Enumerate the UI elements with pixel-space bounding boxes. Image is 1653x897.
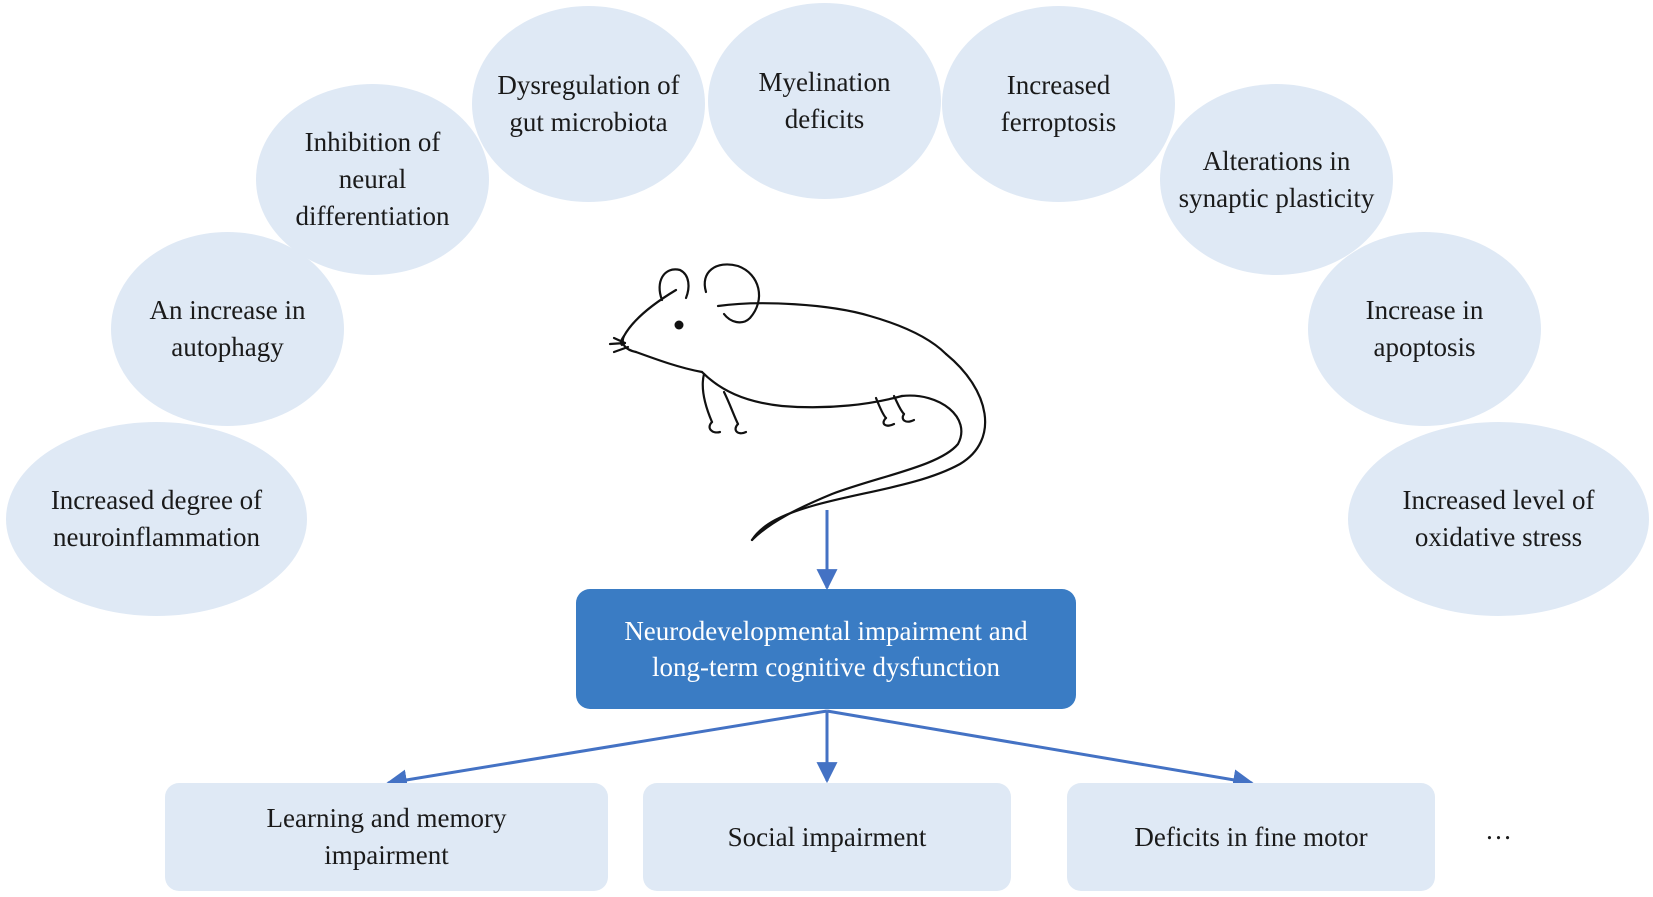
more-outcomes-ellipsis: … — [1485, 815, 1512, 845]
mouse-icon — [608, 263, 987, 542]
bubble-myelination-label: Myelination deficits — [758, 67, 891, 134]
bubble-neuroinflammation: Increased degree of neuroinflammation — [6, 422, 307, 616]
bubble-oxidative-stress-label: Increased level of oxidative stress — [1402, 485, 1595, 552]
outcome-fine-motor-label: Deficits in fine motor — [1134, 821, 1368, 852]
arrow-to-learning-memory — [385, 709, 828, 791]
bubble-synaptic-plasticity-label: Alterations in synaptic plasticity — [1178, 145, 1375, 213]
bubble-neural-differentiation-label: Inhibition of neural differentiation — [295, 127, 450, 231]
central-outcome-box: Neurodevelopmental impairment and long-t… — [576, 589, 1076, 709]
bubble-apoptosis-label: Increase in apoptosis — [1365, 295, 1484, 362]
bubble-autophagy: An increase in autophagy — [111, 232, 344, 426]
arrow-to-fine-motor — [826, 709, 1255, 791]
bubble-oxidative-stress: Increased level of oxidative stress — [1348, 422, 1649, 616]
bubble-gut-microbiota-label: Dysregulation of gut microbiota — [497, 70, 680, 137]
bubble-ferroptosis: Increased ferroptosis — [942, 6, 1175, 202]
outcome-social: Social impairment — [643, 783, 1011, 891]
bubble-synaptic-plasticity: Alterations in synaptic plasticity — [1160, 84, 1393, 275]
outcome-learning-memory-label: Learning and memory impairment — [266, 803, 507, 870]
bubble-neural-differentiation: Inhibition of neural differentiation — [256, 84, 489, 275]
outcome-fine-motor: Deficits in fine motor — [1067, 783, 1435, 891]
bubble-ferroptosis-label: Increased ferroptosis — [1000, 70, 1117, 137]
bubble-autophagy-label: An increase in autophagy — [149, 295, 306, 362]
bubble-gut-microbiota: Dysregulation of gut microbiota — [472, 6, 705, 202]
bubble-neuroinflammation-label: Increased degree of neuroinflammation — [50, 485, 263, 552]
bubble-apoptosis: Increase in apoptosis — [1308, 232, 1541, 426]
central-outcome-label: Neurodevelopmental impairment and long-t… — [624, 616, 1028, 682]
outcome-social-label: Social impairment — [727, 821, 927, 852]
bubble-myelination: Myelination deficits — [708, 3, 941, 199]
outcome-learning-memory: Learning and memory impairment — [165, 783, 608, 891]
